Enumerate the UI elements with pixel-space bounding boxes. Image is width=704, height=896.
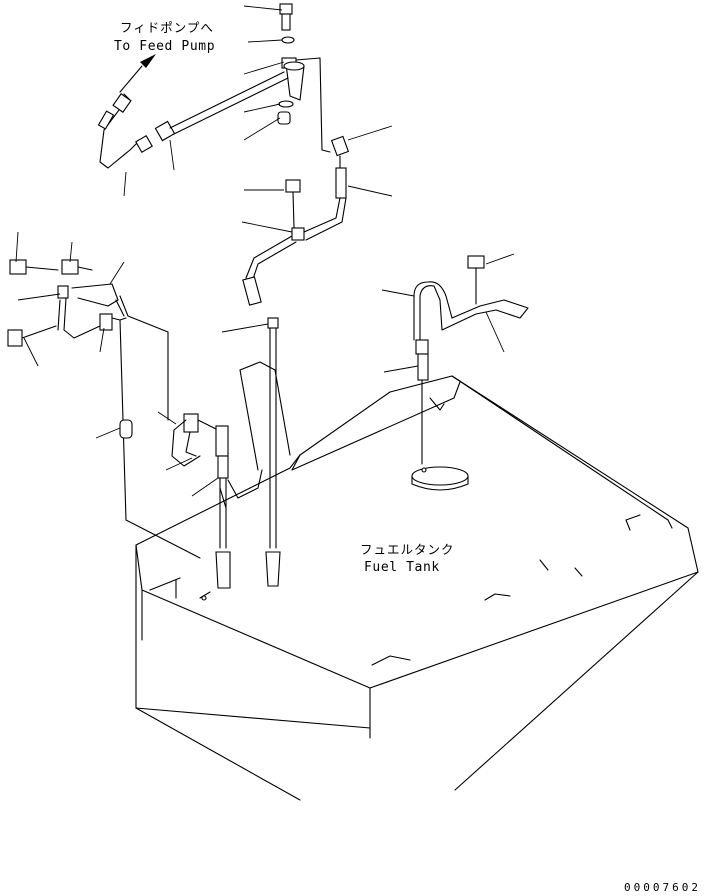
feed-pump-label-jp: フィドポンプへ: [120, 20, 214, 35]
feed-pump-label-en: To Feed Pump: [114, 39, 215, 54]
fuel-tank-label-en: Fuel Tank: [364, 560, 440, 575]
arrow-to-feed-pump-icon: [140, 54, 156, 68]
fuel-tank: [135, 361, 699, 801]
drawing-code: 00007602: [624, 881, 701, 894]
fuel-filter: [243, 3, 331, 153]
fuel-tank-label-jp: フュエルタンク: [360, 542, 455, 557]
left-clamp-assembly: [7, 231, 201, 559]
return-tube-assembly: [221, 125, 393, 587]
feed-hose-assembly: [97, 54, 289, 197]
right-pipe-assembly: [381, 253, 529, 465]
tank-cap: [411, 466, 469, 486]
center-hose-assembly: [157, 411, 231, 589]
